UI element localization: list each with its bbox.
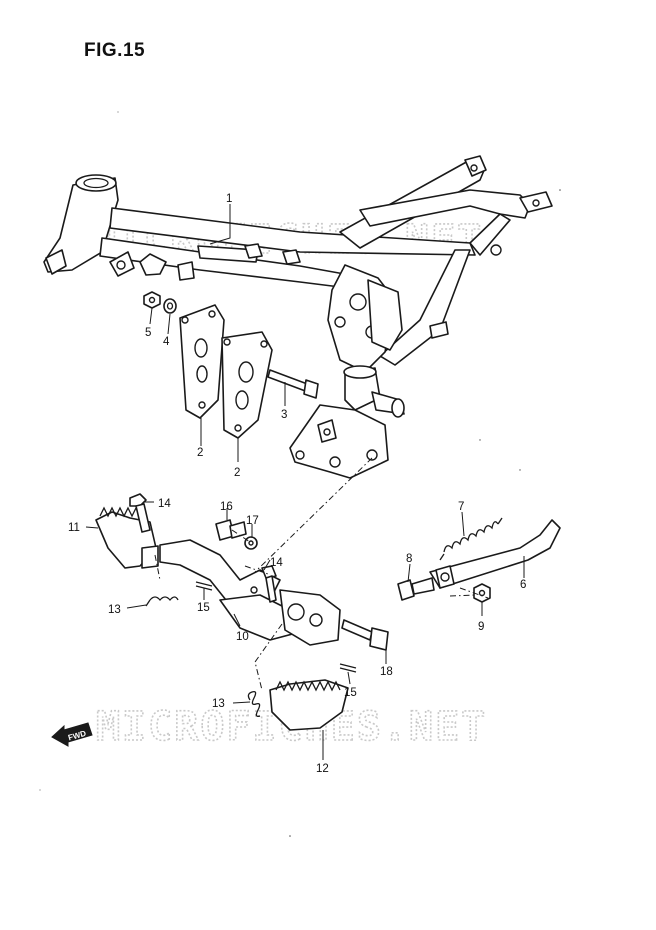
callout-right-footrest: 12 <box>316 763 329 775</box>
forward-arrow-icon: FWD <box>51 722 93 747</box>
bracket-bolt-part <box>215 519 247 541</box>
callout-plate-b: 2 <box>234 467 240 479</box>
stand-nut-part <box>473 583 491 603</box>
long-bolt-part <box>267 369 319 399</box>
bracket-washer-part <box>244 536 258 550</box>
plate-b-part <box>221 331 273 439</box>
callout-footrest-bracket: 10 <box>236 631 249 643</box>
callout-left-cotter: 15 <box>197 602 210 614</box>
callout-right-spring: 13 <box>212 698 225 710</box>
scan-specks <box>39 111 561 837</box>
callout-stand-spring: 7 <box>458 501 464 513</box>
side-stand-part <box>429 519 561 589</box>
callout-left-footrest: 11 <box>68 522 80 534</box>
plate-a-part <box>179 304 225 419</box>
left-spring-part <box>145 596 179 607</box>
callout-stand-bolt: 8 <box>406 553 412 565</box>
callout-bracket-bolt: 16 <box>220 501 233 513</box>
callout-plate-a: 2 <box>197 447 203 459</box>
callout-frame: 1 <box>226 193 232 205</box>
center-pin-part <box>261 565 277 603</box>
assembly-lines <box>154 457 489 691</box>
callout-left-spring: 13 <box>108 604 121 616</box>
callout-stand-nut: 9 <box>478 621 484 633</box>
callout-side-stand: 6 <box>520 579 526 591</box>
leader-lines <box>85 204 525 760</box>
callout-bracket-washer: 17 <box>246 515 259 527</box>
right-cotter-pin-part <box>339 663 357 673</box>
stand-bolt-part <box>397 577 435 601</box>
stand-spring-part <box>439 517 503 561</box>
left-footrest-part <box>95 506 159 569</box>
left-pin-part <box>129 493 151 533</box>
callout-right-cotter: 15 <box>344 687 357 699</box>
figure-title: FIG.15 <box>84 40 146 61</box>
frame-part <box>43 155 553 479</box>
nut-part <box>143 291 161 309</box>
right-spring-part <box>247 690 261 718</box>
callout-long-bolt: 3 <box>281 409 287 421</box>
callout-washer: 4 <box>163 336 170 348</box>
footrest-bracket-part <box>159 539 341 646</box>
callout-nut: 5 <box>145 327 151 339</box>
pivot-bolt-part <box>341 619 389 651</box>
callout-left-pin: 14 <box>158 498 171 510</box>
right-footrest-part <box>269 679 349 731</box>
callout-center-pin: 14 <box>270 557 283 569</box>
callout-pivot-bolt: 18 <box>380 666 393 678</box>
washer-part <box>163 298 177 314</box>
